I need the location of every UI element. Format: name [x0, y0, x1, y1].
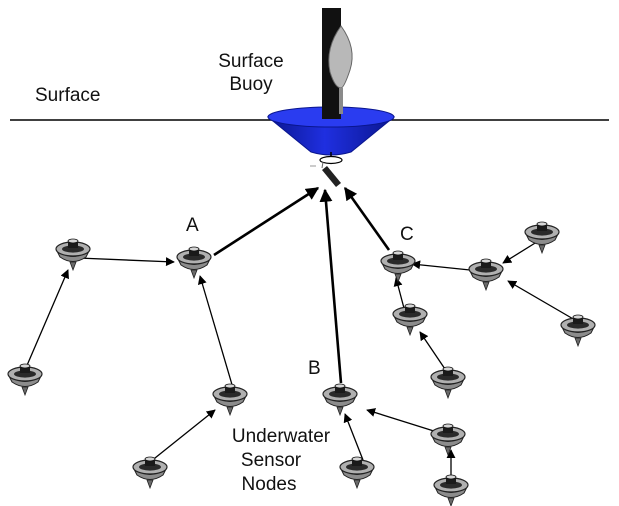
- sensor-node-icon: [7, 363, 43, 396]
- surface-buoy-label-line2: Buoy: [229, 74, 273, 95]
- link-arrow: [502, 239, 541, 264]
- sensor-node-icon: [176, 246, 212, 279]
- node-b-label: B: [308, 358, 321, 379]
- surface-buoy-label-line1: Surface: [218, 51, 284, 72]
- sensor-node-icon: [430, 366, 466, 399]
- node-a-label: A: [186, 215, 199, 236]
- link-arrow-to-buoy: [213, 186, 320, 257]
- sensor-node-icon: [380, 250, 416, 283]
- sensor-node-icon: [430, 423, 466, 456]
- link-arrow: [411, 260, 471, 271]
- link-arrow: [366, 408, 438, 433]
- surface-label: Surface: [35, 85, 101, 106]
- acoustic-modem-icon: [310, 152, 343, 187]
- link-arrow-to-buoy: [319, 188, 343, 384]
- link-arrow: [77, 257, 175, 267]
- sensor-node-icon: [339, 456, 375, 489]
- link-arrow: [24, 269, 69, 371]
- node-c-label: C: [400, 224, 414, 245]
- sensor-node-icon: [392, 303, 428, 336]
- sensor-node-icon: [132, 456, 168, 489]
- link-arrow: [507, 280, 576, 321]
- link-arrow: [343, 413, 364, 461]
- sensor-node-icon: [433, 474, 469, 506]
- link-arrow: [393, 277, 406, 313]
- sensor-node-icon: [212, 383, 248, 416]
- sensor-node-icon: [468, 258, 504, 291]
- link-arrow: [149, 409, 216, 463]
- sensor-node-icon: [55, 238, 91, 271]
- sensor-node-icon: [560, 314, 596, 347]
- link-arrow: [419, 331, 448, 373]
- surface-buoy-icon: [266, 8, 396, 156]
- link-arrow: [197, 275, 234, 389]
- sensor-node-icon: [524, 221, 560, 254]
- sensor-nodes-label-line2: Sensor: [240, 450, 302, 471]
- sensor-nodes-label-line3: Nodes: [241, 474, 297, 495]
- sensor-node-icon: [322, 383, 358, 416]
- link-arrow-to-buoy: [343, 186, 391, 251]
- sensor-nodes-label-line1: Underwater: [231, 426, 331, 447]
